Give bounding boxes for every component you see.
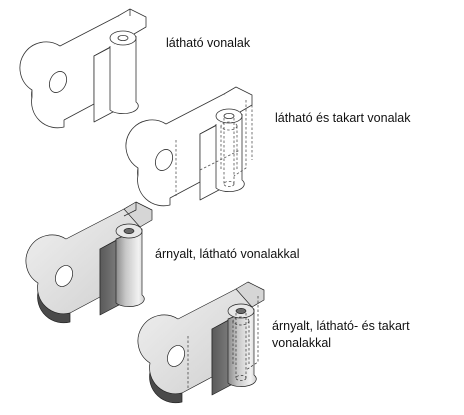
caption-shaded-visible-hidden-lines: árnyalt, látható- és takart vonalakkal (272, 318, 410, 352)
caption-shaded-visible-lines: árnyalt, látható vonalakkal (155, 247, 300, 261)
part-visible-hidden-lines (125, 86, 253, 207)
part-shaded (25, 201, 153, 324)
caption-line-1: árnyalt, látható- és takart (272, 319, 410, 333)
hidden-lines (175, 100, 253, 196)
caption-visible-lines: látható vonalak (166, 36, 251, 50)
part-shaded-hidden (137, 281, 265, 404)
caption-visible-hidden-lines: látható és takart vonalak (275, 111, 411, 125)
caption-line-2: vonalakkal (272, 336, 332, 350)
part-visible-lines (19, 8, 147, 129)
hidden-lines-shaded (187, 296, 259, 390)
